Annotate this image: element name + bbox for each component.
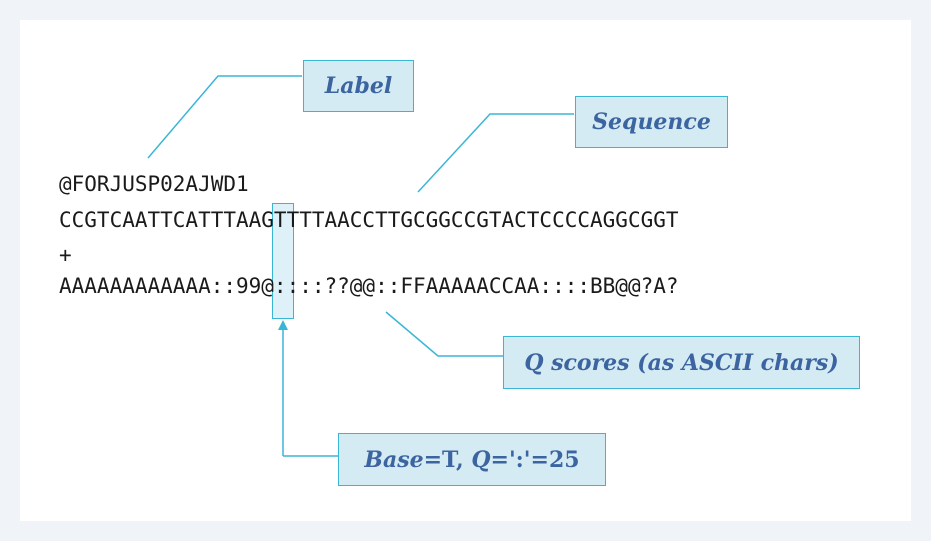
q-word: Q: [471, 446, 491, 473]
fastq-quality-line: AAAAAAAAAAAA::99@::::??@@::FFAAAAACCAA::…: [59, 274, 679, 298]
base-callout: Base=T, Q=':'=25: [338, 433, 606, 486]
column-highlight: [272, 203, 294, 319]
sequence-callout: Sequence: [575, 96, 728, 148]
arrowhead-icon: [278, 320, 288, 330]
fastq-separator-line: +: [59, 243, 72, 267]
label-leader-line: [147, 75, 302, 159]
label-callout-text: Label: [324, 73, 393, 99]
q-value: =':'=25: [490, 446, 580, 473]
label-callout: Label: [303, 60, 414, 112]
sequence-leader-line: [417, 113, 574, 193]
base-value: =T,: [423, 446, 472, 473]
qscores-leader-line: [385, 311, 503, 357]
base-word: Base: [364, 446, 424, 473]
fastq-sequence-line: CCGTCAATTCATTTAAGTTTTAACCTTGCGGCCGTACTCC…: [59, 208, 679, 232]
sequence-callout-text: Sequence: [592, 109, 711, 135]
qscores-callout-text: Q scores (as ASCII chars): [524, 349, 839, 376]
fastq-label-line: @FORJUSP02AJWD1: [59, 172, 249, 196]
qscores-callout: Q scores (as ASCII chars): [503, 336, 860, 389]
